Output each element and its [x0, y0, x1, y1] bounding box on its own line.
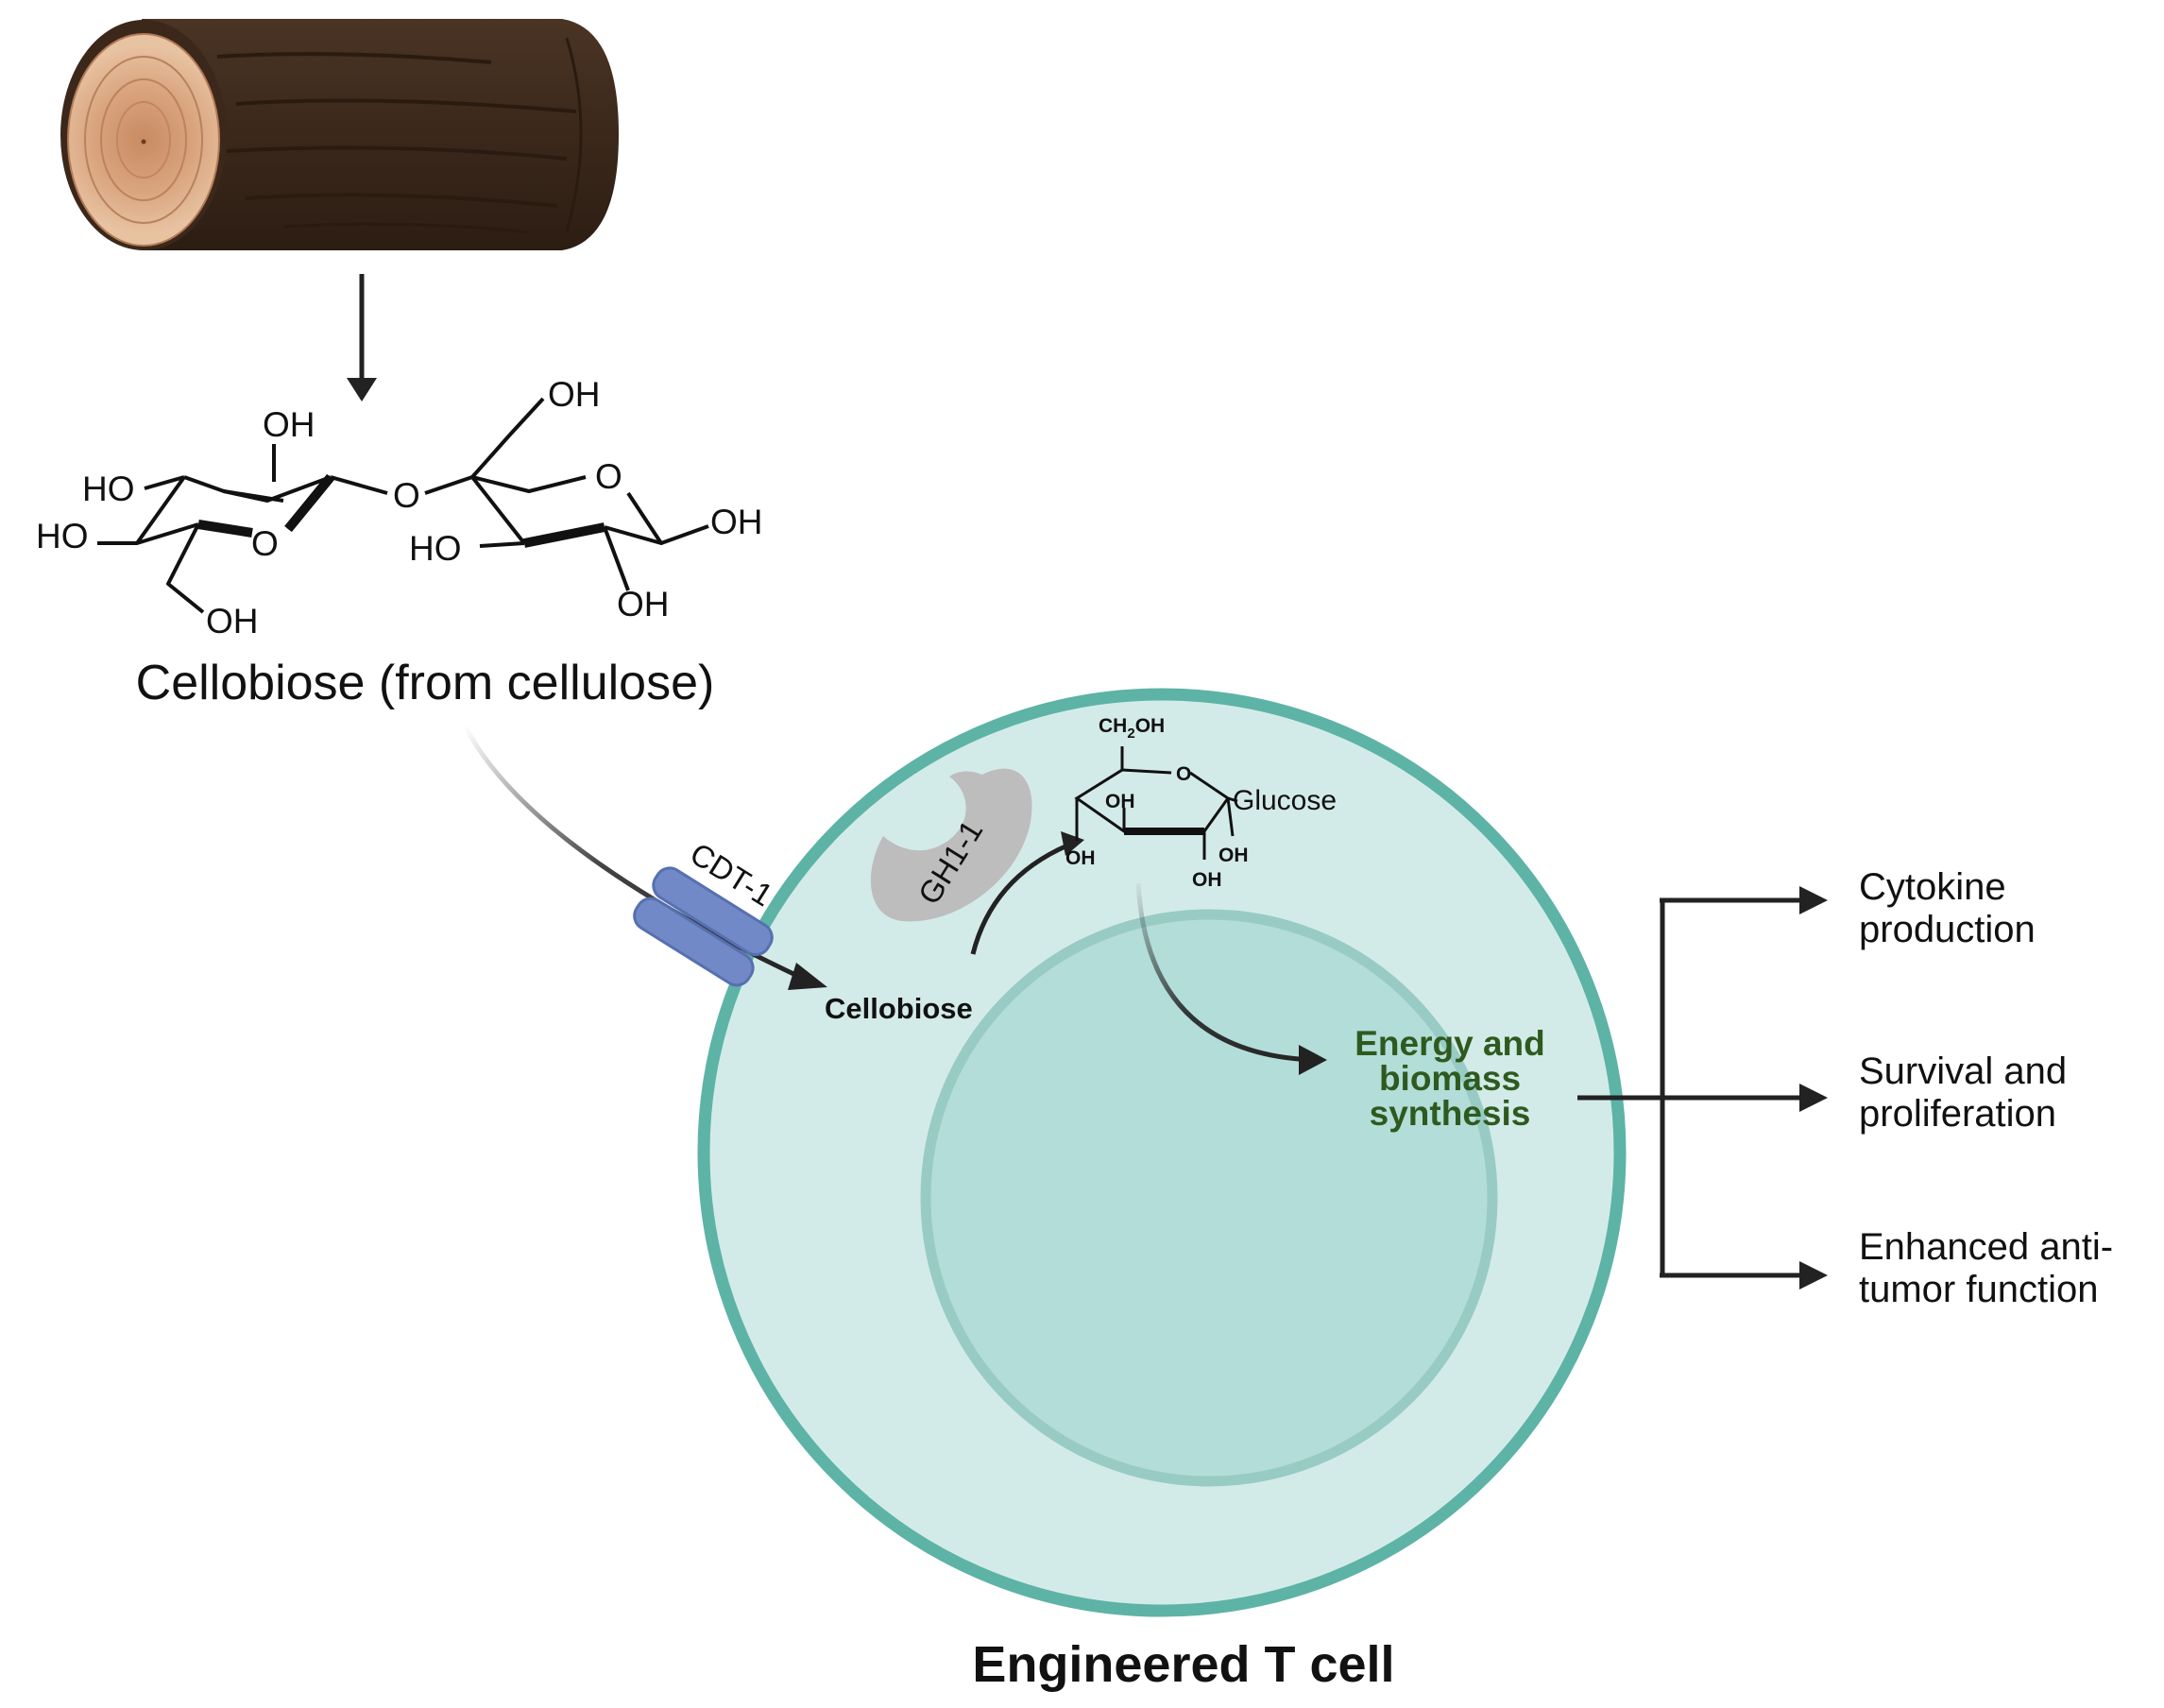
- energy-biomass-label: Energy and biomass synthesis: [1355, 1024, 1545, 1133]
- glycolysis-arrow: [1135, 882, 1314, 1063]
- glycolysis-arrowhead: [1299, 1045, 1327, 1075]
- output-arrowhead-2: [1799, 1084, 1828, 1112]
- glucose-label: Glucose: [1233, 785, 1337, 816]
- output-bracket: [1577, 897, 1804, 1278]
- t-cell-label: Engineered T cell: [972, 1636, 1394, 1693]
- output-text: production: [1859, 909, 2036, 950]
- cellobiose-atom-labels: OH HO HO O OH O OH O HO OH OH: [36, 375, 763, 640]
- glucose-atom-labels: CH2OH O OH OH OH OH: [1065, 715, 1249, 891]
- uptake-arrowhead: [788, 963, 827, 990]
- output-arrowhead-3: [1799, 1261, 1828, 1290]
- atom-label: O: [251, 524, 279, 563]
- cellobiose-structure: [97, 397, 709, 614]
- atom-label: HO: [36, 517, 89, 555]
- atom-label: OH: [1218, 845, 1249, 866]
- output-antitumor: Enhanced anti- tumor function: [1859, 1226, 2113, 1310]
- output-text: Enhanced anti-: [1859, 1226, 2113, 1268]
- gh1-enzyme-icon: [870, 768, 1032, 922]
- energy-line: Energy and: [1355, 1024, 1545, 1063]
- output-arrowhead-1: [1799, 886, 1828, 914]
- atom-label: HO: [82, 470, 135, 508]
- atom-label: OH: [263, 405, 315, 444]
- log-to-cellobiose-arrowhead: [347, 378, 377, 401]
- hydrolysis-arrowhead: [1061, 831, 1084, 856]
- atom-label: OH: [206, 602, 259, 640]
- atom-label: O: [595, 457, 622, 496]
- atom-label: OH: [1065, 847, 1096, 869]
- atom-label: OH: [548, 375, 601, 414]
- t-cell-nucleus: [920, 909, 1498, 1487]
- atom-label: O: [393, 476, 420, 515]
- glucose-structure: [1074, 746, 1238, 860]
- output-text: Survival and: [1859, 1050, 2067, 1092]
- cellobiose-title: Cellobiose (from cellulose): [136, 656, 715, 710]
- hydrolysis-arrow: [970, 843, 1069, 955]
- atom-label: OH: [710, 503, 763, 541]
- atom-label: OH: [617, 585, 670, 623]
- energy-line: biomass: [1379, 1059, 1521, 1098]
- energy-line: synthesis: [1370, 1094, 1531, 1133]
- output-survival: Survival and proliferation: [1859, 1050, 2067, 1135]
- atom-label: OH: [1105, 791, 1135, 812]
- output-cytokine: Cytokine production: [1859, 866, 2036, 950]
- wood-log-icon: [60, 19, 619, 250]
- atom-label: OH: [1192, 869, 1222, 891]
- atom-label: CH2OH: [1099, 715, 1165, 742]
- output-text: tumor function: [1859, 1269, 2098, 1310]
- atom-label: O: [1176, 763, 1191, 785]
- cdt1-transporter-icon: [633, 866, 774, 987]
- atom-label: HO: [409, 529, 462, 568]
- internal-cellobiose-label: Cellobiose: [825, 992, 973, 1025]
- output-text: Cytokine: [1859, 866, 2006, 908]
- output-text: proliferation: [1859, 1093, 2056, 1135]
